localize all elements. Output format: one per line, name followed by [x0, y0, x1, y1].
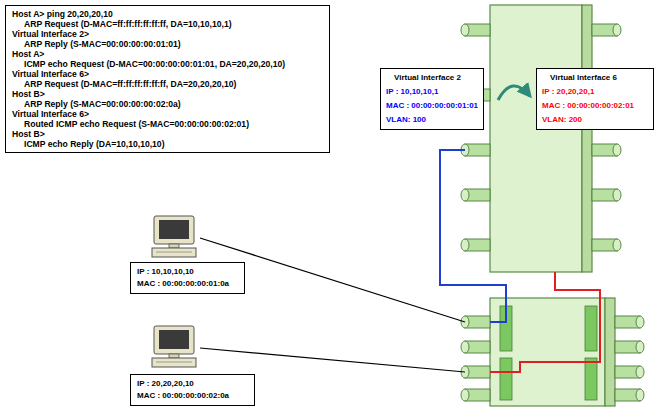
- text-line: ARP Request (D-MAC=ff:ff:ff:ff:ff:ff, DA…: [12, 19, 323, 29]
- port-end: [636, 316, 644, 328]
- host-info-box: IP : 10,10,10,10MAC : 00:00:00:00:01:0a: [130, 262, 245, 294]
- port-end: [613, 239, 621, 251]
- router-ports: [461, 24, 621, 251]
- text-line: IP : 20,20,20,1: [542, 85, 648, 99]
- port-end: [461, 389, 469, 401]
- routing-arrow: [498, 86, 530, 100]
- text-line: ARP Request (D-MAC=ff:ff:ff:ff:ff:ff, DA…: [12, 79, 323, 89]
- text-line: ICMP echo Reply (DA=10,10,10,10): [12, 139, 323, 149]
- text-line: Virtual Interface 2>: [12, 29, 323, 39]
- text-line: ICMP echo Request (D-MAC=00:00:00:00:01:…: [12, 59, 323, 69]
- switch-side: [605, 298, 615, 406]
- text-line: Host A>: [12, 49, 323, 59]
- text-line: MAC : 00:00:00:00:01:0a: [137, 278, 238, 290]
- interface-info-box: Virtual Interface 2IP : 10,10,10,1MAC : …: [380, 68, 484, 130]
- vlan-slot: [585, 306, 597, 351]
- port-end: [613, 189, 621, 201]
- port-end: [461, 341, 469, 353]
- text-line: Host B>: [12, 89, 323, 99]
- vlan-slot: [585, 358, 597, 400]
- port-end: [636, 389, 644, 401]
- text-line: Routed ICMP echo Request (S-MAC=00:00:00…: [12, 119, 323, 129]
- text-line: MAC : 00:00:00:00:02:01: [542, 99, 648, 113]
- host-info-box: IP : 20,20,20,10MAC : 00:00:00:00:02:0a: [130, 374, 255, 406]
- message-log-box: Host A> ping 20,20,20,10ARP Request (D-M…: [5, 5, 330, 153]
- text-line: VLAN: 200: [542, 113, 648, 127]
- port-end: [613, 144, 621, 156]
- text-line: Host B>: [12, 129, 323, 139]
- pc-icon: [152, 326, 196, 367]
- vlan100-wire: [440, 150, 506, 322]
- text-line: VLAN: 100: [386, 113, 478, 127]
- vlan-slot: [500, 358, 512, 400]
- port-end: [461, 24, 469, 36]
- router-side: [582, 5, 592, 272]
- port-end: [636, 366, 644, 378]
- switch-body: [490, 298, 605, 406]
- router-body: [490, 5, 582, 272]
- box-title: Virtual Interface 2: [386, 71, 478, 85]
- text-line: MAC : 00:00:00:00:01:01: [386, 99, 478, 113]
- vlan200-wire: [490, 272, 600, 372]
- text-line: ARP Reply (S-MAC=00:00:00:00:01:01): [12, 39, 323, 49]
- text-line: IP : 10,10,10,10: [137, 266, 238, 278]
- text-line: Virtual Interface 6>: [12, 109, 323, 119]
- port-end: [461, 189, 469, 201]
- text-line: Virtual Interface 6>: [12, 69, 323, 79]
- port-end: [613, 24, 621, 36]
- switch-ports: [461, 316, 644, 401]
- port-end: [636, 341, 644, 353]
- host-cable: [200, 348, 465, 372]
- text-line: IP : 10,10,10,1: [386, 85, 478, 99]
- text-line: IP : 20,20,20,10: [137, 378, 248, 390]
- text-line: Host A> ping 20,20,20,10: [12, 9, 323, 19]
- interface-info-box: Virtual Interface 6IP : 20,20,20,1MAC : …: [536, 68, 654, 130]
- text-line: ARP Reply (S-MAC=00:00:00:00:02:0a): [12, 99, 323, 109]
- port-end: [461, 239, 469, 251]
- pc-icon: [152, 216, 196, 257]
- text-line: MAC : 00:00:00:00:02:0a: [137, 390, 248, 402]
- box-title: Virtual Interface 6: [542, 71, 648, 85]
